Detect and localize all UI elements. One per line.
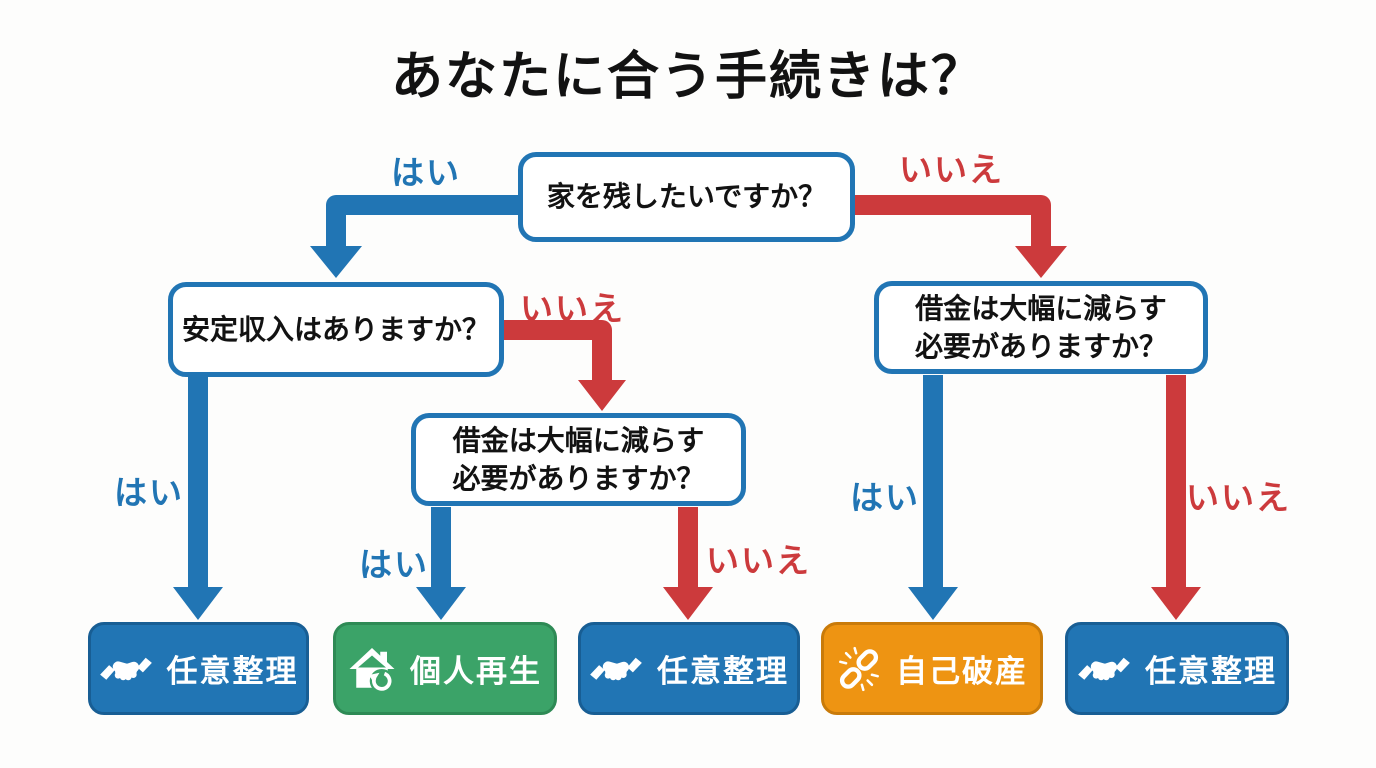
edge-label-no-reduce-left: いいえ (706, 542, 811, 579)
result-label: 任意整理 (166, 654, 299, 689)
result-voluntary-arrangement-3: 任意整理 (1065, 622, 1289, 715)
arrow-no-stable-income (504, 320, 626, 411)
handshake-icon (590, 657, 642, 680)
result-voluntary-arrangement-1: 任意整理 (88, 622, 309, 715)
result-voluntary-arrangement-2: 任意整理 (578, 622, 800, 715)
result-label: 自己破産 (896, 654, 1028, 689)
handshake-icon (99, 657, 152, 680)
arrow-no-reduce-debt-right (1151, 375, 1201, 620)
result-label: 個人再生 (410, 654, 542, 689)
arrow-no-top-right (855, 195, 1067, 278)
edge-label-yes-reduce-right: はい (850, 479, 920, 516)
question-reduce-debt-right: 借金は大幅に減らす 必要がありますか？ (874, 281, 1208, 374)
edge-label-no-reduce-right: いいえ (1186, 479, 1291, 516)
result-label: 任意整理 (1145, 654, 1277, 689)
question-keep-house: 家を残したいですか？ (518, 152, 855, 242)
question-reduce-debt-left: 借金は大幅に減らす 必要がありますか？ (411, 413, 746, 506)
result-label: 任意整理 (657, 654, 789, 689)
arrow-yes-top-left (310, 195, 518, 278)
edge-label-yes-top: はい (391, 154, 461, 191)
question-stable-income: 安定収入はありますか？ (168, 282, 504, 377)
result-bankruptcy: 自己破産 (821, 622, 1043, 715)
edge-label-no-stable-income: いいえ (520, 290, 625, 327)
arrow-yes-stable-income (173, 377, 223, 620)
edge-label-yes-stable-income: はい (114, 474, 184, 511)
arrow-yes-reduce-debt-left (416, 507, 466, 620)
handshake-icon (1078, 657, 1130, 680)
page-title: あなたに合う手続きは？ (390, 48, 985, 106)
arrow-no-reduce-debt-left (663, 507, 713, 620)
edge-label-yes-reduce-left: はい (359, 546, 429, 583)
house-renewal-icon (349, 647, 395, 693)
edge-label-no-top: いいえ (899, 151, 1004, 188)
result-individual-rehabilitation: 個人再生 (333, 622, 557, 715)
arrow-yes-reduce-debt-right (908, 375, 958, 620)
broken-chain-icon (839, 646, 879, 691)
